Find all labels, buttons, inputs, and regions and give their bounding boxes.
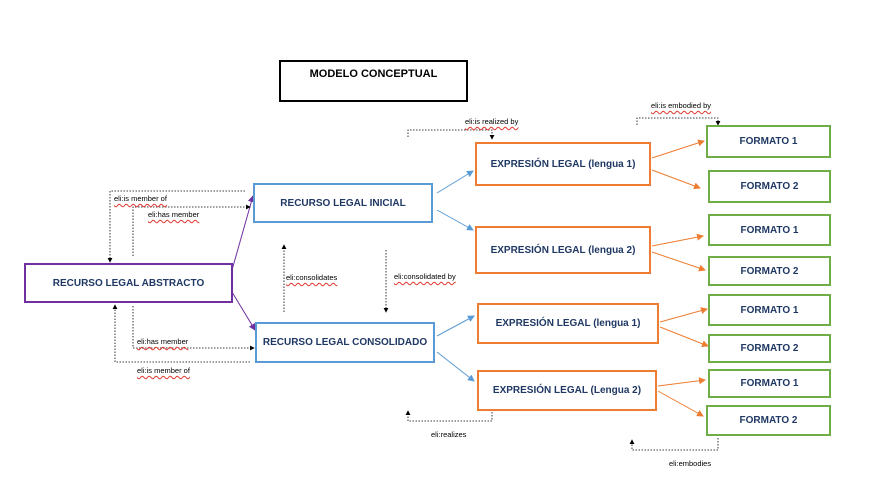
dotted-is-realized-by — [407, 129, 495, 140]
label-embodies: eli:embodies — [669, 459, 712, 468]
node-expression-1: EXPRESIÓN LEGAL (lengua 1) — [475, 142, 651, 186]
label-is-member-of-top: eli:is member of — [114, 194, 167, 203]
dotted-is-member-of-bottom — [112, 304, 250, 363]
label-has-member-top: eli:has member — [148, 210, 200, 219]
arrow-expr2-to-fmt1 — [651, 233, 704, 247]
node-initial-resource: RECURSO LEGAL INICIAL — [253, 183, 433, 223]
arrow-expr3-to-fmt1 — [659, 307, 708, 323]
node-format-6: FORMATO 2 — [708, 334, 831, 363]
arrow-consol-to-expr4 — [436, 351, 475, 382]
arrow-initial-to-expr1 — [436, 170, 474, 194]
node-format-5: FORMATO 1 — [708, 294, 831, 326]
label-consolidated-by: eli:consolidated by — [394, 272, 456, 281]
arrow-consol-to-expr3 — [436, 315, 475, 337]
dotted-is-member-of-top — [107, 190, 245, 263]
dotted-embodies — [629, 438, 719, 451]
node-format-1: FORMATO 1 — [706, 125, 831, 158]
diagram-title: MODELO CONCEPTUAL — [279, 60, 468, 102]
node-consolidated-resource: RECURSO LEGAL CONSOLIDADO — [255, 322, 435, 363]
arrow-expr1-to-fmt1 — [651, 139, 705, 159]
label-has-member-bottom: eli:has member — [137, 337, 189, 346]
node-abstract-resource: RECURSO LEGAL ABSTRACTO — [24, 263, 233, 303]
node-format-3: FORMATO 1 — [708, 214, 831, 246]
label-is-member-of-bottom: eli:is member of — [137, 366, 190, 375]
arrow-initial-to-expr2 — [436, 209, 474, 231]
arrow-abstract-to-consolidated — [231, 291, 256, 331]
dotted-is-embodied-by — [636, 117, 721, 126]
label-is-embodied-by: eli:is embodied by — [651, 101, 712, 110]
node-expression-3: EXPRESIÓN LEGAL (lengua 1) — [477, 303, 659, 344]
node-format-2: FORMATO 2 — [708, 170, 831, 203]
node-format-4: FORMATO 2 — [708, 256, 831, 286]
label-is-realized-by: eli:is realized by — [465, 117, 519, 126]
arrow-expr1-to-fmt2 — [651, 169, 701, 190]
arrow-expr4-to-fmt2 — [657, 390, 704, 417]
dotted-has-member-bottom — [132, 306, 255, 351]
arrow-expr4-to-fmt1 — [657, 377, 706, 387]
label-consolidates: eli:consolidates — [286, 273, 338, 282]
node-expression-4: EXPRESIÓN LEGAL (Lengua 2) — [477, 370, 657, 411]
dotted-realizes — [405, 410, 493, 422]
node-format-8: FORMATO 2 — [706, 405, 831, 436]
arrow-expr2-to-fmt2 — [651, 251, 706, 272]
label-realizes: eli:realizes — [431, 430, 467, 439]
arrow-expr3-to-fmt2 — [659, 326, 709, 348]
node-format-7: FORMATO 1 — [708, 369, 831, 398]
node-expression-2: EXPRESIÓN LEGAL (lengua 2) — [475, 226, 651, 274]
dotted-has-member-top — [132, 204, 251, 256]
